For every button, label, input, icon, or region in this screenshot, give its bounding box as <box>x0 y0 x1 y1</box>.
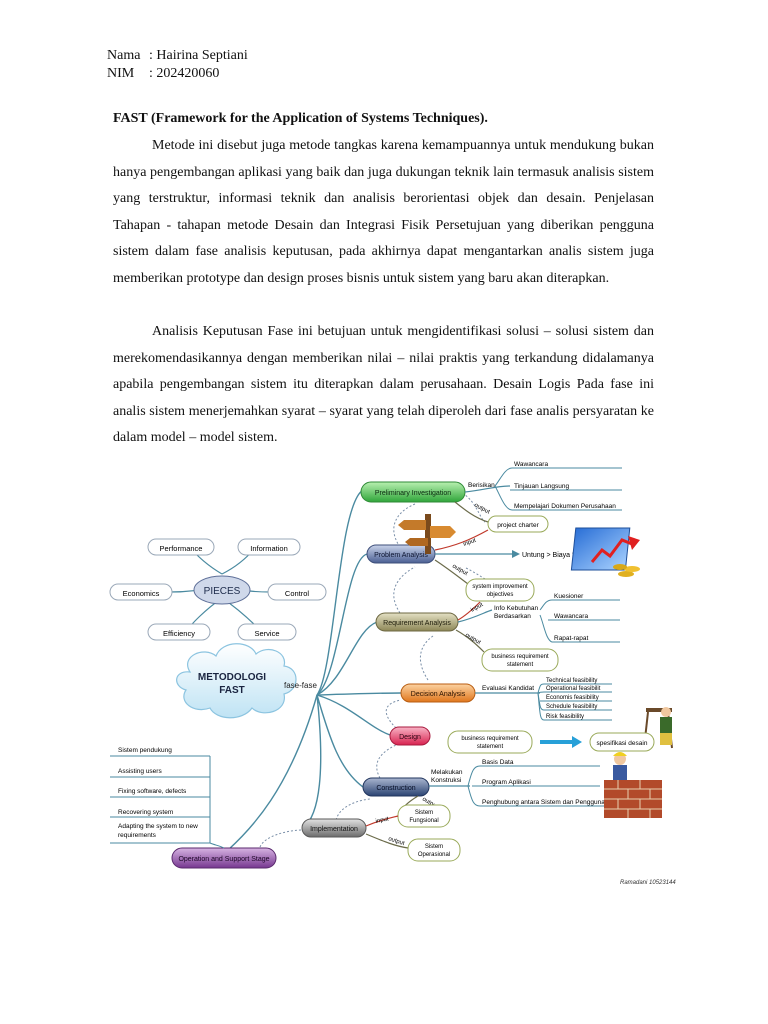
svg-text:Operational feasibilit: Operational feasibilit <box>546 686 601 692</box>
svg-text:business requirement: business requirement <box>491 654 549 660</box>
svg-text:Program Aplikasi: Program Aplikasi <box>482 779 531 786</box>
svg-text:input: input <box>470 602 485 614</box>
svg-text:Sistem: Sistem <box>415 810 433 816</box>
svg-text:output: output <box>473 502 491 515</box>
svg-text:Preliminary Investigation: Preliminary Investigation <box>375 490 451 497</box>
svg-text:Economis feasibility: Economis feasibility <box>546 695 599 701</box>
svg-text:input: input <box>375 816 389 825</box>
svg-text:Decision Analysis: Decision Analysis <box>411 691 466 698</box>
stage-problem: Problem Analysis <box>366 544 436 564</box>
center-line1: METODOLOGI <box>198 672 266 683</box>
chart-icon <box>570 527 640 577</box>
svg-text:Fungsional: Fungsional <box>409 818 438 824</box>
stage-operation: Operation and Support Stage <box>171 847 277 869</box>
svg-text:Design: Design <box>399 734 421 741</box>
painter-icon <box>643 707 673 749</box>
svg-text:Implementation: Implementation <box>310 826 358 833</box>
stage-decision: Decision Analysis <box>400 683 476 703</box>
pieces-efficiency: Efficiency <box>163 629 195 638</box>
svg-text:statement: statement <box>477 744 504 750</box>
svg-text:Fixing software, defects: Fixing software, defects <box>118 788 187 795</box>
svg-text:Sistem: Sistem <box>425 844 443 850</box>
svg-text:Untung > Biaya ?: Untung > Biaya ? <box>522 552 576 559</box>
svg-text:output: output <box>451 564 469 578</box>
svg-text:Requirement Analysis: Requirement Analysis <box>383 620 451 627</box>
stage-preliminary: Preliminary Investigation <box>360 481 466 503</box>
pieces-information: Information <box>250 544 288 553</box>
svg-text:Technical feasibility: Technical feasibility <box>546 678 597 684</box>
svg-text:Berisikan: Berisikan <box>468 482 495 489</box>
pieces-control: Control <box>285 589 310 598</box>
paragraph-2: Analisis Keputusan Fase ini betujuan unt… <box>113 324 654 446</box>
svg-text:Operation and Support Stage: Operation and Support Stage <box>178 856 269 863</box>
stage-requirement: Requirement Analysis <box>375 612 459 632</box>
nim-value: : 202420060 <box>149 66 220 81</box>
svg-text:system improvement: system improvement <box>472 584 528 590</box>
svg-text:Wawancara: Wawancara <box>514 461 548 468</box>
svg-text:Kuesioner: Kuesioner <box>554 593 584 600</box>
credit: Ramadani 10523144 <box>620 880 676 886</box>
pieces-cluster: PIECES Performance Information Economics… <box>109 538 327 641</box>
center-cloud: METODOLOGI FAST <box>176 643 297 719</box>
design-details: business requirement statement spesifika… <box>447 730 655 754</box>
svg-text:Berdasarkan: Berdasarkan <box>494 613 531 620</box>
nim-label: NIM <box>107 66 135 81</box>
implementation-details: input output Sistem Operasional <box>365 815 461 862</box>
name-label: Nama <box>107 48 141 63</box>
svg-text:Tinjauan Langsung: Tinjauan Langsung <box>514 483 569 490</box>
svg-text:Rapat-rapat: Rapat-rapat <box>554 635 589 642</box>
paragraph-1: Metode ini disebut juga metode tangkas k… <box>113 138 654 286</box>
svg-text:project charter: project charter <box>497 522 539 529</box>
stage-construction: Construction <box>362 777 430 797</box>
stage-design: Design <box>389 726 431 746</box>
svg-text:Operasional: Operasional <box>418 852 450 858</box>
svg-text:Basis Data: Basis Data <box>482 759 514 766</box>
main-branches <box>227 489 402 851</box>
bricklayer-icon <box>604 752 662 818</box>
svg-text:requirements: requirements <box>118 832 157 839</box>
svg-text:Risk feasibility: Risk feasibility <box>546 714 584 720</box>
fase-label: fase-fase <box>284 681 317 690</box>
svg-text:Adapting the system to new: Adapting the system to new <box>118 823 198 830</box>
pieces-economics: Economics <box>123 589 160 598</box>
nim-line: NIM : 202420060 <box>107 65 219 83</box>
svg-text:output: output <box>464 633 482 647</box>
svg-text:output: output <box>387 836 405 847</box>
pieces-service: Service <box>254 629 279 638</box>
svg-text:Recovering system: Recovering system <box>118 809 173 816</box>
svg-text:Evaluasi Kandidat: Evaluasi Kandidat <box>482 685 534 692</box>
fast-mindmap: PIECES Performance Information Economics… <box>109 461 676 886</box>
svg-text:Construction: Construction <box>376 785 415 792</box>
construction-details: Melakukan Konstruksi Basis Data Program … <box>397 752 662 828</box>
pieces-performance: Performance <box>160 544 203 553</box>
svg-text:business requirement: business requirement <box>461 736 519 742</box>
svg-text:Melakukan: Melakukan <box>431 769 463 776</box>
svg-text:Konstruksi: Konstruksi <box>431 777 461 784</box>
problem-details: Untung > Biaya ? output system improveme… <box>434 527 640 621</box>
doc-title: FAST (Framework for the Application of S… <box>113 111 488 126</box>
svg-text:statement: statement <box>507 662 534 668</box>
svg-text:Wawancara: Wawancara <box>554 613 588 620</box>
svg-text:Penghubung antara Sistem dan P: Penghubung antara Sistem dan Pengguna <box>482 799 605 806</box>
svg-text:spesifikasi desain: spesifikasi desain <box>597 740 648 747</box>
svg-text:Sistem pendukung: Sistem pendukung <box>118 747 172 754</box>
signpost-icon <box>398 514 456 554</box>
name-line: Nama : Hairina Septiani <box>107 47 248 65</box>
svg-text:Schedule feasibility: Schedule feasibility <box>546 704 597 710</box>
stage-implementation: Implementation <box>301 818 367 838</box>
pieces-label: PIECES <box>204 586 241 597</box>
svg-text:Info Kebutuhan: Info Kebutuhan <box>494 605 538 612</box>
operation-details: Sistem pendukung Assisting users Fixing … <box>110 747 225 849</box>
svg-text:Problem Analysis: Problem Analysis <box>374 552 428 559</box>
svg-text:input: input <box>463 538 478 548</box>
svg-text:Mempelajari Dokumen Perusahaan: Mempelajari Dokumen Perusahaan <box>514 503 616 510</box>
svg-text:objectives: objectives <box>487 592 514 598</box>
decision-details: Evaluasi Kandidat Technical feasibility … <box>475 678 673 749</box>
center-line2: FAST <box>219 685 245 696</box>
svg-text:Assisting users: Assisting users <box>118 768 162 775</box>
name-value: : Hairina Septiani <box>149 48 248 63</box>
